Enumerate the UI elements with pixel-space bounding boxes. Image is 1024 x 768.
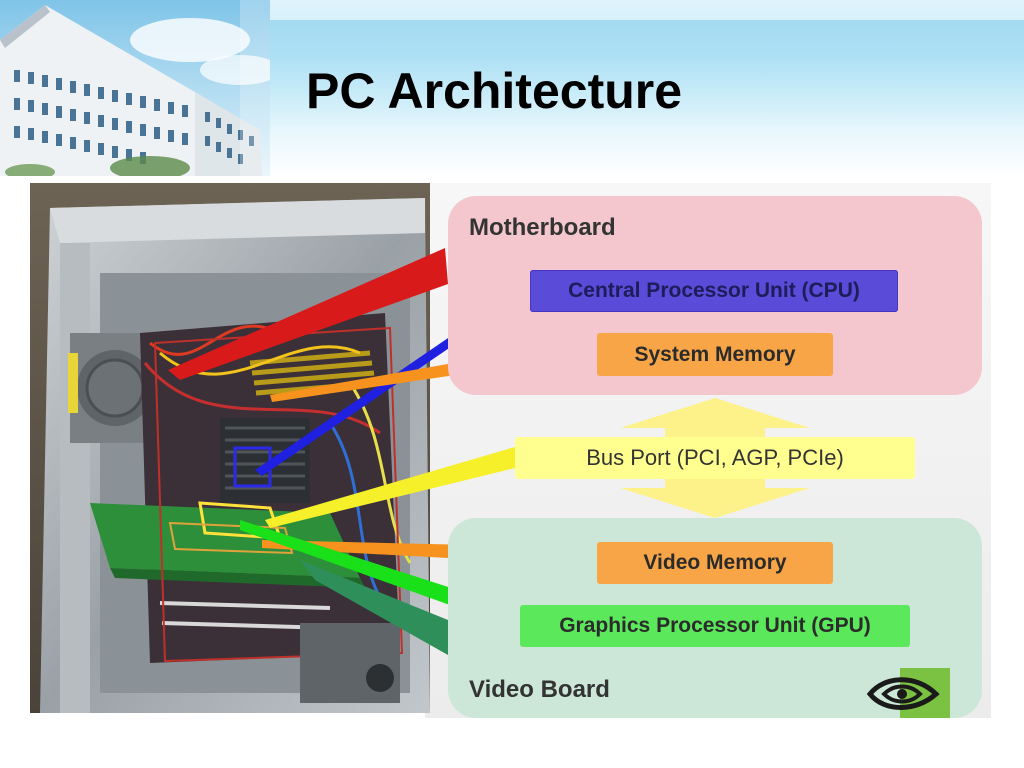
building-photo bbox=[0, 0, 270, 176]
motherboard-label: Motherboard bbox=[469, 214, 616, 241]
header-sky bbox=[250, 20, 1024, 130]
video-memory-box: Video Memory bbox=[597, 542, 833, 584]
cpu-box: Central Processor Unit (CPU) bbox=[530, 270, 898, 312]
bus-port-box: Bus Port (PCI, AGP, PCIe) bbox=[515, 437, 915, 479]
video-board-label: Video Board bbox=[469, 676, 610, 703]
nvidia-eye-logo bbox=[866, 668, 950, 718]
gpu-box: Graphics Processor Unit (GPU) bbox=[520, 605, 910, 647]
pc-case-photo bbox=[30, 183, 430, 713]
page-title: PC Architecture bbox=[306, 63, 683, 119]
system-memory-box: System Memory bbox=[597, 333, 833, 376]
